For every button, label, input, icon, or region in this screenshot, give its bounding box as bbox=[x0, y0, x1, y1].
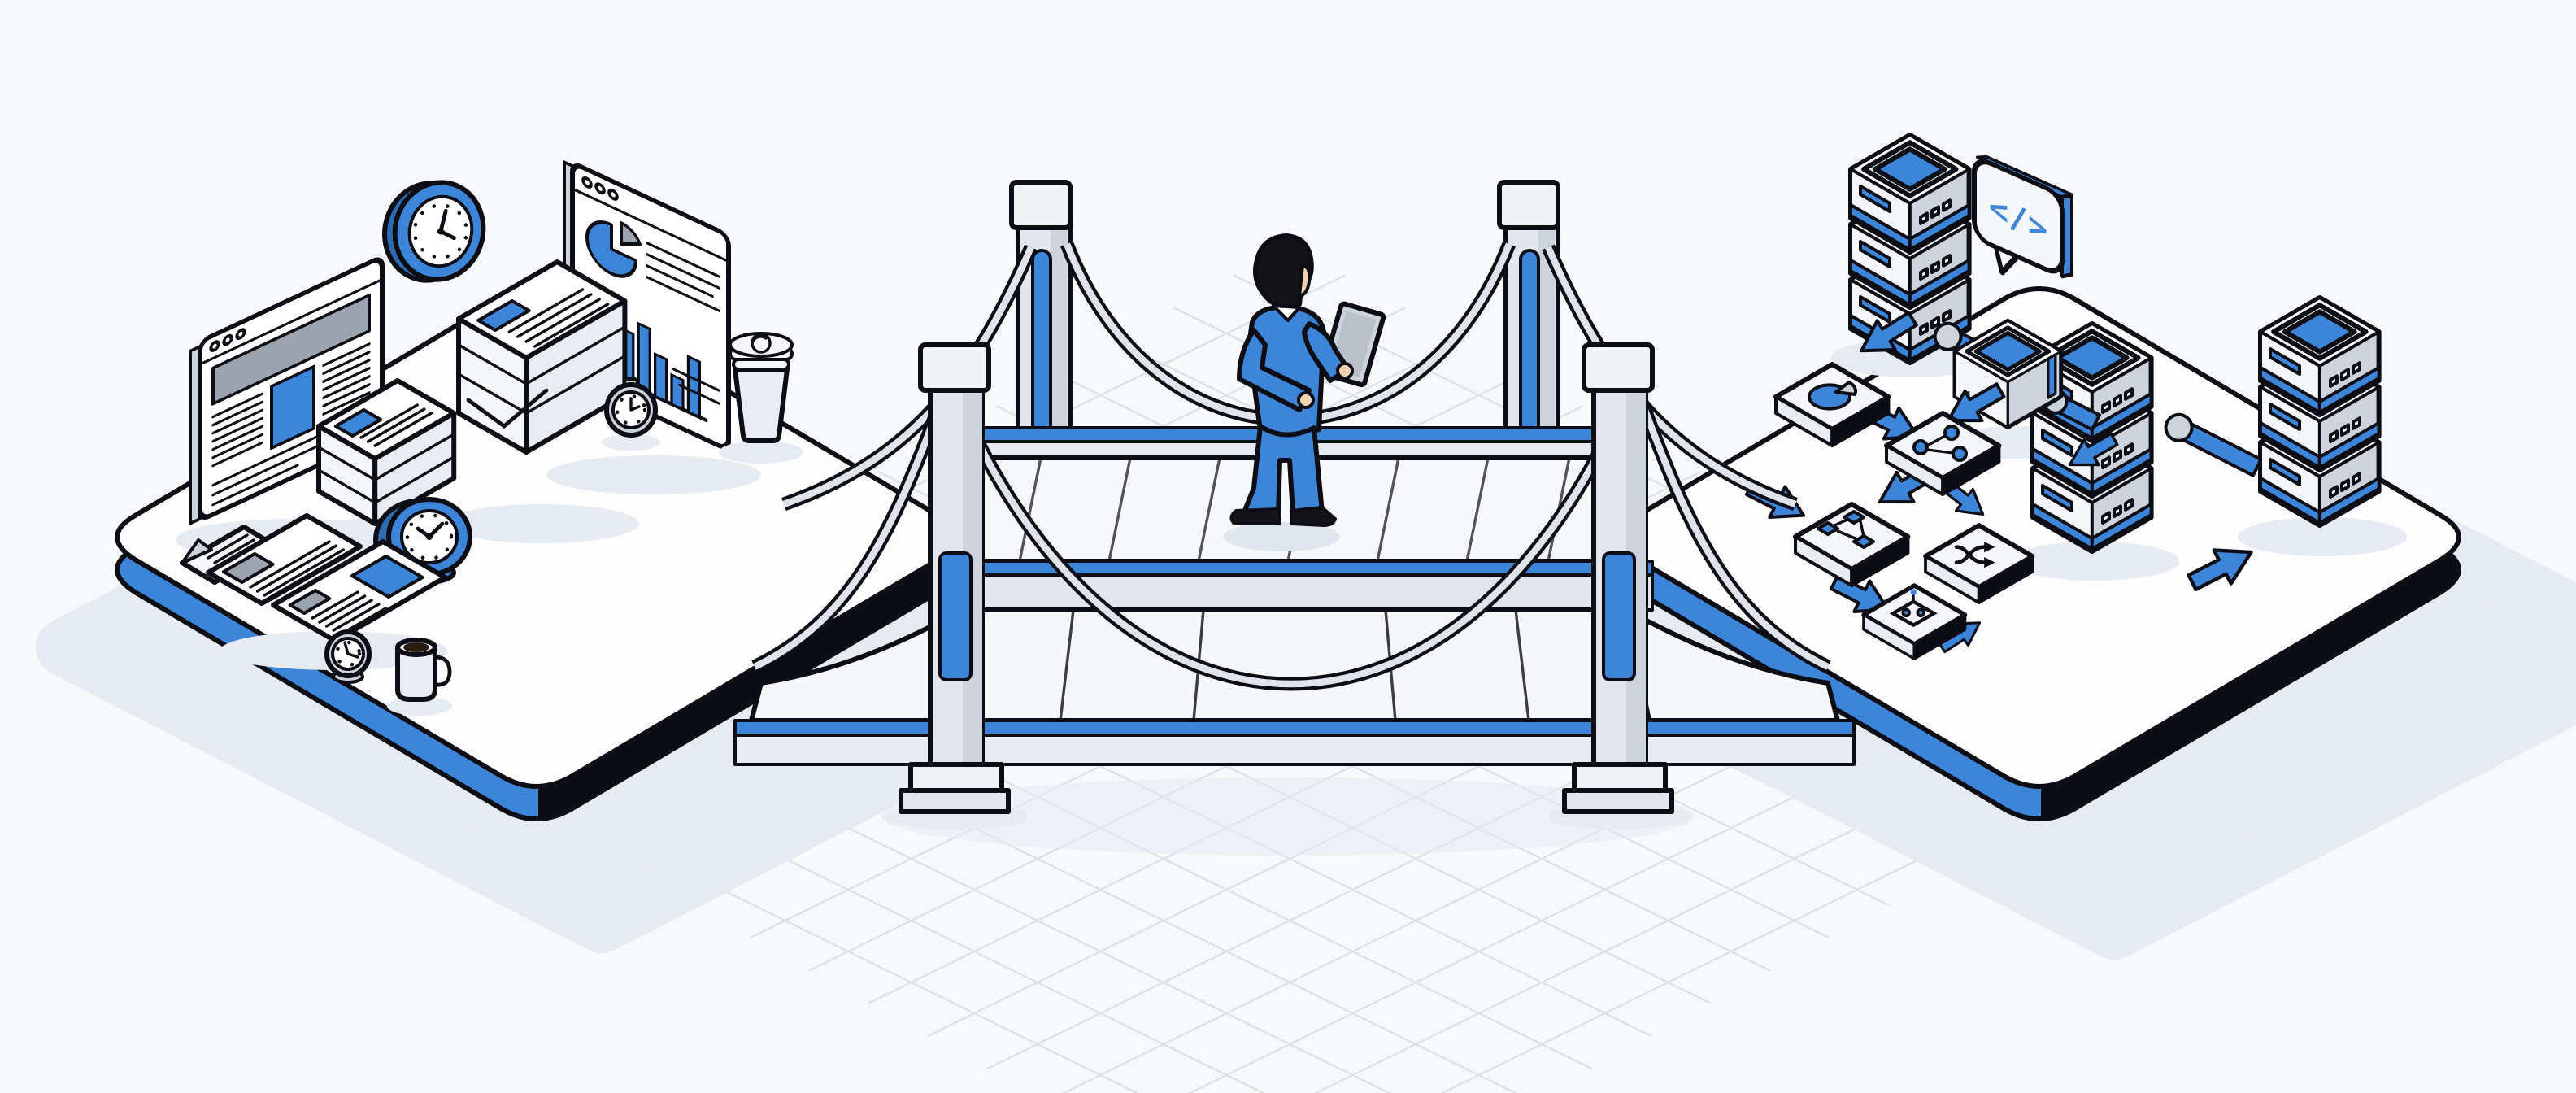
bridge-back-tower-right bbox=[1497, 180, 1560, 444]
trousers bbox=[1242, 424, 1325, 516]
stopwatch bbox=[602, 377, 660, 451]
blue-tag bbox=[333, 408, 383, 438]
workflow-tiles bbox=[1776, 364, 2032, 659]
newspaper-page bbox=[206, 513, 363, 606]
top-sheet bbox=[316, 378, 457, 461]
clock-ticks bbox=[412, 203, 469, 259]
text-lines bbox=[211, 342, 371, 507]
document-stack-tall bbox=[456, 259, 628, 455]
tower-foot bbox=[908, 762, 1004, 793]
mug-handle bbox=[433, 655, 452, 687]
bridge-front-tower-right bbox=[1548, 342, 1691, 830]
suspension-bridge bbox=[733, 180, 1856, 830]
newspaper-front bbox=[271, 539, 448, 643]
tower-base bbox=[1562, 788, 1674, 814]
tower-blue-inset bbox=[938, 551, 973, 681]
right-hand bbox=[1336, 362, 1354, 380]
clock-ticks bbox=[334, 640, 362, 668]
bridge-back-tower-left bbox=[1009, 180, 1073, 444]
org-chart-icon bbox=[1817, 510, 1875, 549]
newspapers bbox=[180, 513, 448, 643]
right-shoe bbox=[1290, 506, 1337, 527]
deck-blue-stripe bbox=[935, 560, 1654, 577]
window-toolbar-dots bbox=[209, 328, 246, 352]
text-lines bbox=[359, 403, 433, 447]
bridge-front-tower-left bbox=[885, 342, 1028, 830]
text-lines bbox=[507, 288, 610, 348]
tile-org bbox=[1795, 504, 1908, 586]
shuffle-icon bbox=[1954, 541, 1995, 568]
cube-blue-stripe bbox=[2047, 353, 2057, 399]
left-shoe bbox=[1229, 507, 1281, 525]
clock-hands bbox=[343, 641, 359, 659]
person-with-tablet bbox=[1223, 233, 1386, 551]
tower-blue-stripe bbox=[1519, 249, 1540, 444]
text-lines bbox=[646, 242, 720, 312]
tower-blue-inset bbox=[1602, 551, 1636, 681]
server-stack-right bbox=[2261, 298, 2379, 525]
face bbox=[1298, 263, 1312, 298]
tower-blue-stripe bbox=[1031, 249, 1052, 444]
tile-bot bbox=[1864, 586, 1965, 659]
shadow bbox=[444, 504, 639, 543]
share-nodes-icon bbox=[1912, 425, 1968, 462]
bot-icon bbox=[1889, 589, 1938, 628]
text-lines bbox=[672, 367, 720, 405]
shadow bbox=[546, 455, 761, 494]
blue-photo bbox=[350, 555, 424, 599]
hero-banner bbox=[211, 293, 371, 406]
data-pipe bbox=[2164, 412, 2263, 477]
tile-pie bbox=[1776, 364, 1888, 446]
collar bbox=[1272, 304, 1301, 322]
deck-under-panels bbox=[938, 607, 1651, 723]
document-stack-short bbox=[316, 378, 457, 526]
person-shadow bbox=[1223, 522, 1340, 551]
clock-ticks bbox=[615, 394, 647, 426]
right-ramp bbox=[1624, 607, 1840, 723]
pocket-clock bbox=[324, 629, 372, 684]
tile-shuffle bbox=[1925, 525, 2032, 603]
bridge-ground-shadow bbox=[881, 777, 1695, 856]
blue-image-block bbox=[270, 364, 315, 451]
coffee-mug bbox=[387, 638, 452, 716]
server-screen bbox=[1973, 331, 2042, 372]
blue-tag bbox=[476, 299, 531, 332]
bottom-blue-stripe bbox=[733, 719, 1856, 737]
tower-base bbox=[899, 788, 1011, 814]
left-platform-items bbox=[176, 160, 803, 716]
bridge-front-cables bbox=[751, 400, 1831, 691]
clock-hands bbox=[629, 397, 641, 412]
top-sheet bbox=[456, 259, 628, 360]
code-bubble: </> bbox=[1972, 155, 2073, 279]
wall-clock bbox=[382, 180, 486, 283]
clock-ticks bbox=[405, 512, 454, 561]
pie-chart-icon bbox=[585, 220, 642, 278]
right-platform-items: </> bbox=[1740, 135, 2407, 659]
left-arm bbox=[1237, 328, 1312, 412]
tile-network bbox=[1886, 413, 1999, 494]
takeaway-cup bbox=[719, 332, 803, 464]
pie-chart-icon bbox=[1808, 381, 1858, 411]
tower-foot bbox=[1572, 762, 1668, 793]
left-hand bbox=[1297, 391, 1315, 409]
window-toolbar-dots bbox=[581, 176, 619, 201]
coffee-surface bbox=[403, 642, 429, 652]
